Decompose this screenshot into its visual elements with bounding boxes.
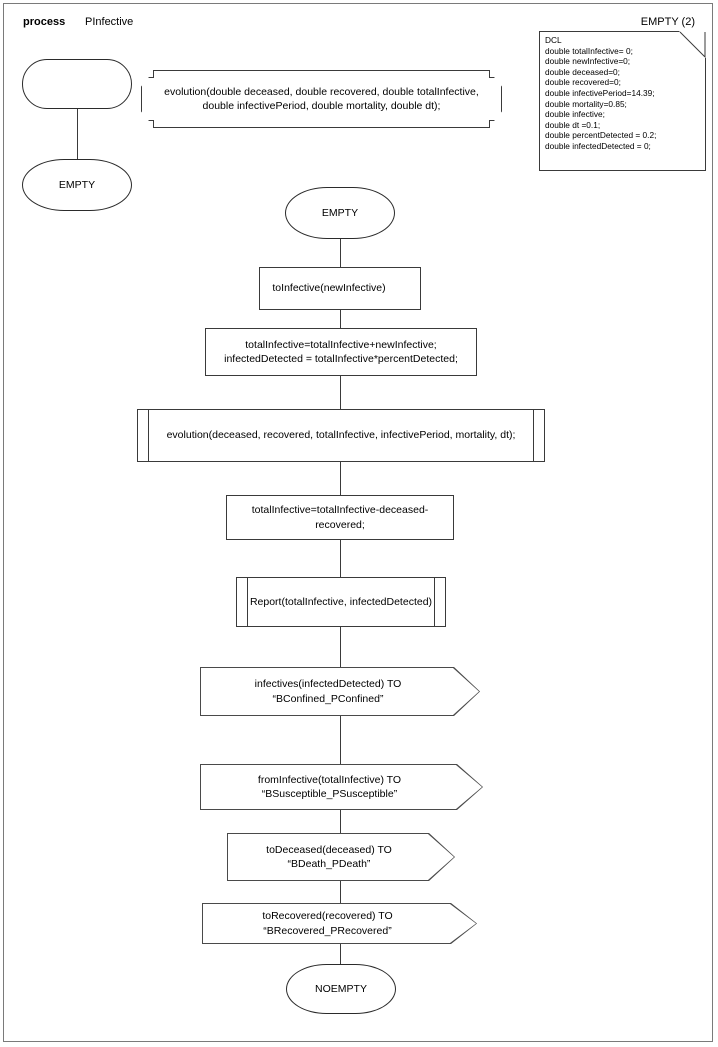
proccall-report-label: Report(totalInfective, infectedDetected) xyxy=(249,595,433,608)
report-right-bar xyxy=(434,577,435,627)
dcl-line-4: double infectivePeriod=14.39; xyxy=(545,88,655,99)
connector-output3-to-output4 xyxy=(340,881,341,903)
connector-task2-to-report xyxy=(340,540,341,577)
input-label: toInfective(newInfective) xyxy=(272,282,386,295)
connector-input-to-task1 xyxy=(340,310,341,328)
connector-output1-to-output2 xyxy=(340,716,341,764)
connector-task1-to-evolution xyxy=(340,376,341,409)
output2-body xyxy=(201,765,482,809)
procedure-call-evolution[interactable]: evolution(deceased, recovered, totalInfe… xyxy=(137,409,545,462)
procedure-state-label: EMPTY xyxy=(58,178,96,191)
state-start-empty[interactable]: EMPTY xyxy=(285,187,395,239)
connector-output2-to-output3 xyxy=(340,810,341,833)
dcl-line-9: double infectedDetected = 0; xyxy=(545,141,651,152)
procedure-declaration-evolution[interactable]: evolution(double deceased, double recove… xyxy=(141,70,502,128)
procdecl-signature-line2: double infectivePeriod, double mortality… xyxy=(202,100,441,112)
connector-output4-to-state-end xyxy=(340,944,341,964)
dcl-line-3: double recovered=0; xyxy=(545,77,621,88)
proccall-right-bar xyxy=(533,409,534,462)
task1-line1: totalInfective=totalInfective+newInfecti… xyxy=(245,338,437,351)
proccall-left-bar xyxy=(148,409,149,462)
dcl-line-5: double mortality=0.85; xyxy=(545,98,627,109)
output1-body xyxy=(201,668,479,715)
task2-label: totalInfective=totalInfective-deceased-r… xyxy=(251,504,429,531)
output3-body xyxy=(228,834,454,880)
output-symbol-torecovered[interactable]: toRecovered(recovered) TO “BRecovered_PR… xyxy=(202,903,477,944)
dcl-line-2: double deceased=0; xyxy=(545,66,620,77)
process-keyword: process xyxy=(23,16,66,28)
dcl-line-7: double dt =0.1; xyxy=(545,119,601,130)
procedure-call-report[interactable]: Report(totalInfective, infectedDetected) xyxy=(236,577,446,627)
task-update-totals[interactable]: totalInfective=totalInfective+newInfecti… xyxy=(205,328,477,376)
proccall-evolution-label: evolution(deceased, recovered, totalInfe… xyxy=(166,429,516,442)
connector-state-to-input xyxy=(340,239,341,267)
output-symbol-infectives[interactable]: infectives(infectedDetected) TO “BConfin… xyxy=(200,667,480,716)
task1-line2: infectedDetected = totalInfective*percen… xyxy=(224,353,458,365)
state-end-noempty[interactable]: NOEMPTY xyxy=(286,964,396,1014)
procedure-state-empty[interactable]: EMPTY xyxy=(22,159,132,211)
input-notch xyxy=(394,267,421,310)
state-start-label: EMPTY xyxy=(321,206,359,219)
process-name: PInfective xyxy=(85,16,134,28)
output-symbol-frominfective[interactable]: fromInfective(totalInfective) TO “BSusce… xyxy=(200,764,483,810)
page-label: EMPTY (2) xyxy=(640,16,695,28)
page-frame xyxy=(3,3,713,1042)
input-symbol-toinfective[interactable]: toInfective(newInfective) xyxy=(259,267,421,310)
procedure-start-symbol[interactable] xyxy=(22,59,132,109)
dcl-title: DCL xyxy=(545,35,562,45)
dcl-line-8: double percentDetected = 0.2; xyxy=(545,130,657,141)
output-symbol-todeceased[interactable]: toDeceased(deceased) TO “BDeath_PDeath” xyxy=(227,833,455,881)
state-end-label: NOEMPTY xyxy=(315,982,367,995)
output4-label: toRecovered(recovered) TO “BRecovered_PR… xyxy=(262,910,393,937)
dcl-line-1: double newInfective=0; xyxy=(545,56,631,67)
task-subtract-totals[interactable]: totalInfective=totalInfective-deceased-r… xyxy=(226,495,454,540)
connector-evolution-to-task2 xyxy=(340,462,341,495)
report-left-bar xyxy=(247,577,248,627)
output1-label: infectives(infectedDetected) TO “BConfin… xyxy=(254,678,402,705)
output4-body xyxy=(203,904,476,943)
connector-report-to-output1 xyxy=(340,627,341,667)
procdecl-signature-line1: evolution(double deceased, double recove… xyxy=(164,85,479,98)
connector-procstart-to-state xyxy=(77,109,78,159)
output3-label: toDeceased(deceased) TO “BDeath_PDeath” xyxy=(266,843,392,870)
dcl-line-6: double infective; xyxy=(545,109,605,120)
dcl-line-0: double totalInfective= 0; xyxy=(545,45,633,56)
declaration-block: DCL double totalInfective= 0; double new… xyxy=(539,31,706,171)
output2-label: fromInfective(totalInfective) TO “BSusce… xyxy=(257,773,402,800)
